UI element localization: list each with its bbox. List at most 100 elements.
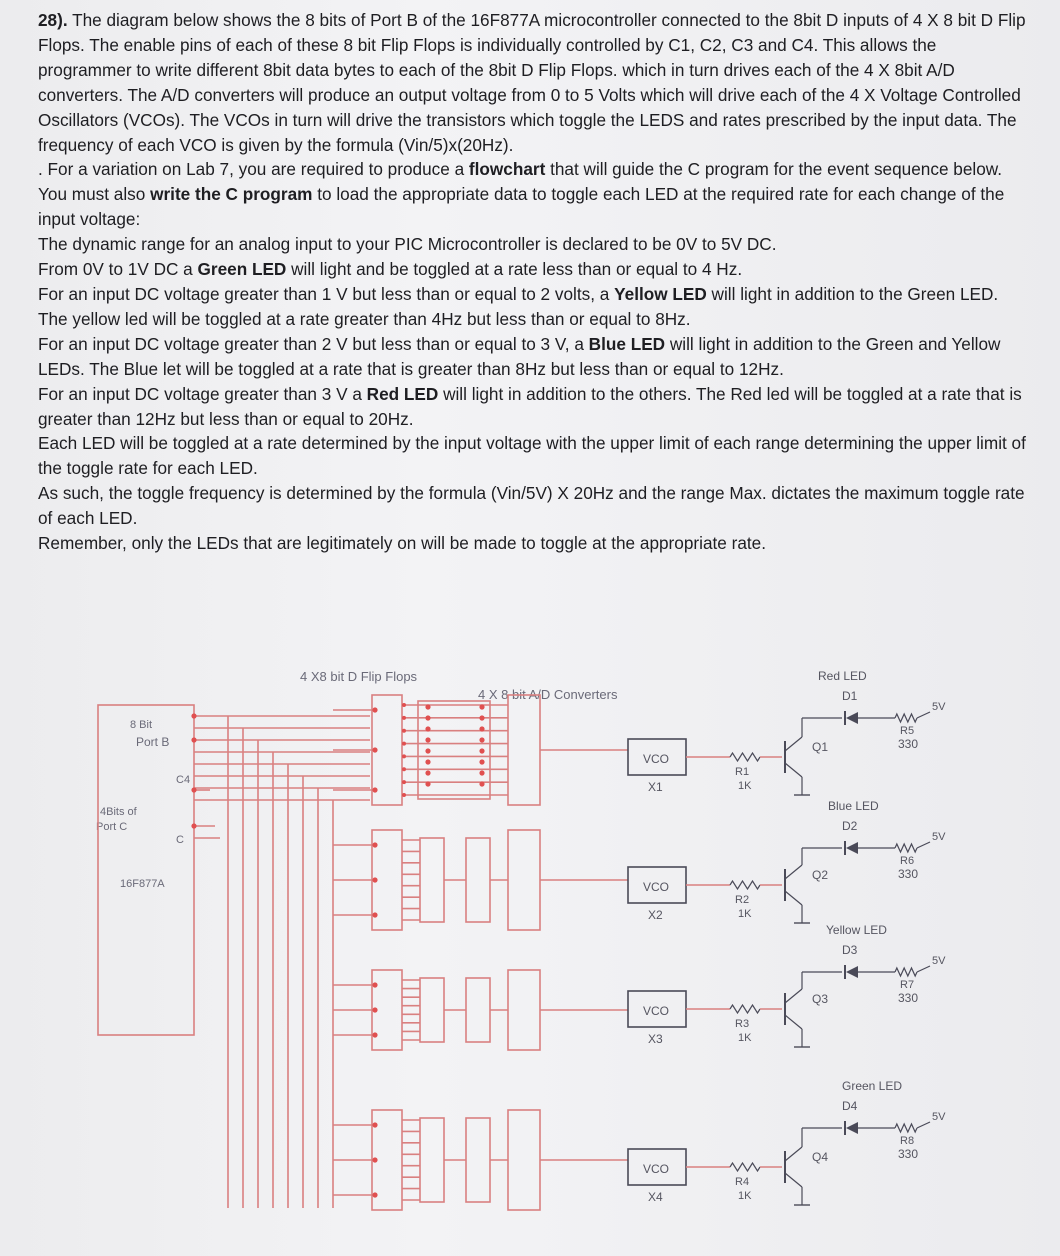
vco-label: VCO [643,1004,669,1018]
led-resistor-value: 330 [898,867,918,881]
base-resistor-value: 1K [738,1190,752,1202]
c-label: C [176,834,184,846]
adc-box [507,1109,541,1211]
problem-paragraph-1: 28). The diagram below shows the 8 bits … [38,8,1028,157]
led-symbol [846,712,858,724]
task-text: . For a variation on Lab 7, you are requ… [38,159,469,180]
data-latch-box [417,700,491,800]
task-c-program: write the C program [150,184,313,205]
vco-label: VCO [643,880,669,894]
base-resistor-value: 1K [738,1032,752,1044]
junction-dot [191,823,197,829]
task-text: to load the appropriate data to toggle e… [38,184,1005,230]
led-resistor-name: R8 [900,1135,914,1147]
transistor-symbol [784,1014,803,1030]
vco-name: X2 [648,908,663,922]
supply-wire [916,965,931,973]
junction-dot [372,747,378,753]
vco-name: X3 [648,1032,663,1046]
formula-line: As such, the toggle frequency is determi… [38,483,1025,529]
reminder-line: Remember, only the LEDs that are legitim… [38,533,767,554]
resistor-symbol [729,751,761,763]
junction-dot [372,1157,378,1163]
supply-label: 5V [932,831,946,843]
led-symbol [846,842,858,854]
transistor-symbol [784,736,803,752]
rule-text: will light and be toggled at a rate less… [286,259,743,280]
led-title: Yellow LED [826,923,887,937]
port-c-label: 4Bits of [100,806,138,818]
supply-label: 5V [932,1111,946,1123]
transistor-name: Q1 [812,740,828,754]
led-resistor-name: R6 [900,855,914,867]
adc-box [507,829,541,931]
junction-dot [372,982,378,988]
mcu-label: 16F877A [120,878,165,890]
junction-dot [402,741,406,746]
supply-wire [916,711,931,719]
junction-dot [372,1032,378,1038]
base-resistor-value: 1K [738,908,752,920]
vco-name: X1 [648,780,663,794]
led-diode-name: D4 [842,1099,858,1113]
junction-dot [402,715,406,720]
task-text: that will guide the C program for the ev… [38,159,1003,205]
rule-led: Yellow LED [614,283,707,304]
led-title: Blue LED [828,799,879,813]
junction-dot [402,767,406,772]
base-resistor-name: R3 [735,1018,749,1030]
supply-label: 5V [932,955,946,967]
transistor-symbol [784,890,803,906]
junction-dot [402,728,406,733]
junction-dot [191,787,197,793]
base-resistor-name: R1 [735,766,749,778]
data-latch-box [465,977,491,1043]
junction-dot [372,877,378,883]
rule-led: Red LED [366,383,439,404]
red-led-rule: For an input DC voltage greater than 3 V… [38,382,1028,432]
problem-paragraph-2: . For a variation on Lab 7, you are requ… [38,157,1028,232]
problem-number: 28). [38,10,68,30]
led-diode-name: D1 [842,689,858,703]
rule-led: Green LED [197,259,287,280]
junction-dot [372,1007,378,1013]
junction-dot [402,754,406,759]
data-latch-box [465,1117,491,1203]
microcontroller-box [97,704,195,1036]
led-symbol [846,1122,858,1134]
resistor-symbol [894,712,918,724]
junction-dot [425,726,431,732]
c4-label: C4 [176,774,190,786]
flipflops-label: 4 X8 bit D Flip Flops [300,669,418,684]
rule-text: From 0V to 1V DC a [38,259,198,280]
green-led-rule: From 0V to 1V DC a Green LED will light … [38,257,1028,282]
junction-dot [372,1122,378,1128]
rule-text: will light in addition to the Green LED.… [38,283,999,329]
led-diode-name: D3 [842,943,858,957]
junction-dot [479,737,485,743]
transistor-name: Q2 [812,868,828,882]
rule-text: will light in addition to the others. Th… [38,383,1022,429]
problem-text: 28). The diagram below shows the 8 bits … [38,8,1028,556]
port-b-label: Port B [136,735,169,749]
task-flowchart: flowchart [468,159,546,180]
transistor-symbol [784,762,803,778]
rule-text: For an input DC voltage greater than 3 V… [38,383,367,404]
junction-dot [479,748,485,754]
supply-wire [916,1121,931,1129]
resistor-symbol [894,966,918,978]
junction-dot [425,737,431,743]
led-diode-name: D2 [842,819,858,833]
junction-dot [479,770,485,776]
rule-text: For an input DC voltage greater than 2 V… [38,333,589,354]
transistor-symbol [784,1172,803,1188]
junction-dot [372,1192,378,1198]
base-resistor-name: R4 [735,1176,749,1188]
junction-dot [479,704,485,710]
vco-name: X4 [648,1190,663,1204]
junction-dot [191,713,197,719]
junction-dot [372,912,378,918]
vco-label: VCO [643,1162,669,1176]
led-symbol [846,966,858,978]
